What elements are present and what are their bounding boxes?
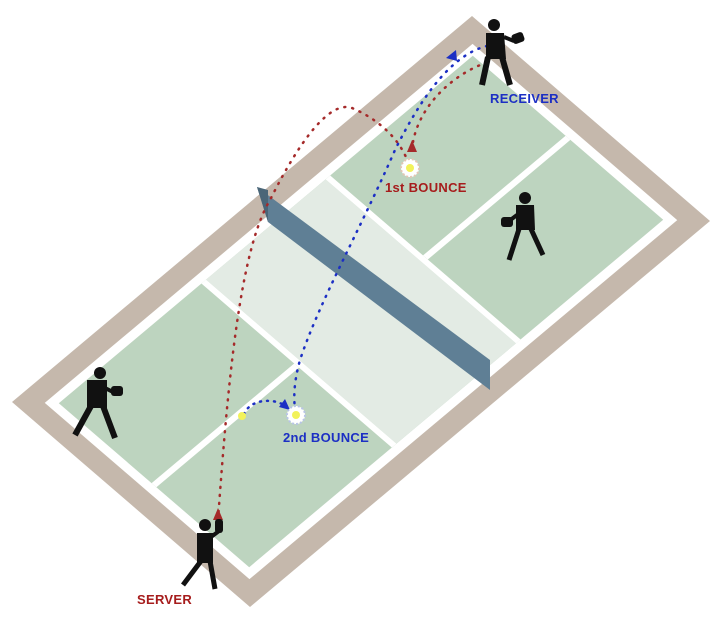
non-volley-zone (205, 179, 517, 444)
return-arrow-icon (446, 50, 457, 61)
court (12, 15, 711, 607)
centerline-right (423, 135, 571, 260)
server-partner-player-icon (72, 367, 123, 440)
receiver-label: RECEIVER (490, 91, 559, 106)
receiver-player-icon (479, 19, 525, 86)
second-bounce-ball-icon (286, 405, 306, 425)
ball-icon (238, 412, 246, 420)
first-bounce-label: 1st BOUNCE (385, 180, 467, 195)
serve-path (216, 105, 410, 522)
server-player-icon (181, 519, 223, 590)
bounce-arrow-icon (407, 140, 417, 152)
receiver-partner-player-icon (501, 192, 546, 261)
server-label: SERVER (137, 592, 193, 607)
second-bounce-path (242, 399, 284, 416)
serve-arrow-icon (213, 508, 223, 520)
second-bounce-label: 2nd BOUNCE (283, 430, 370, 445)
net-post (257, 187, 268, 222)
kitchen-line-right (325, 175, 521, 344)
net (257, 187, 490, 390)
first-bounce-ball-icon (400, 158, 420, 178)
second-bounce-arrow-icon (279, 399, 290, 410)
